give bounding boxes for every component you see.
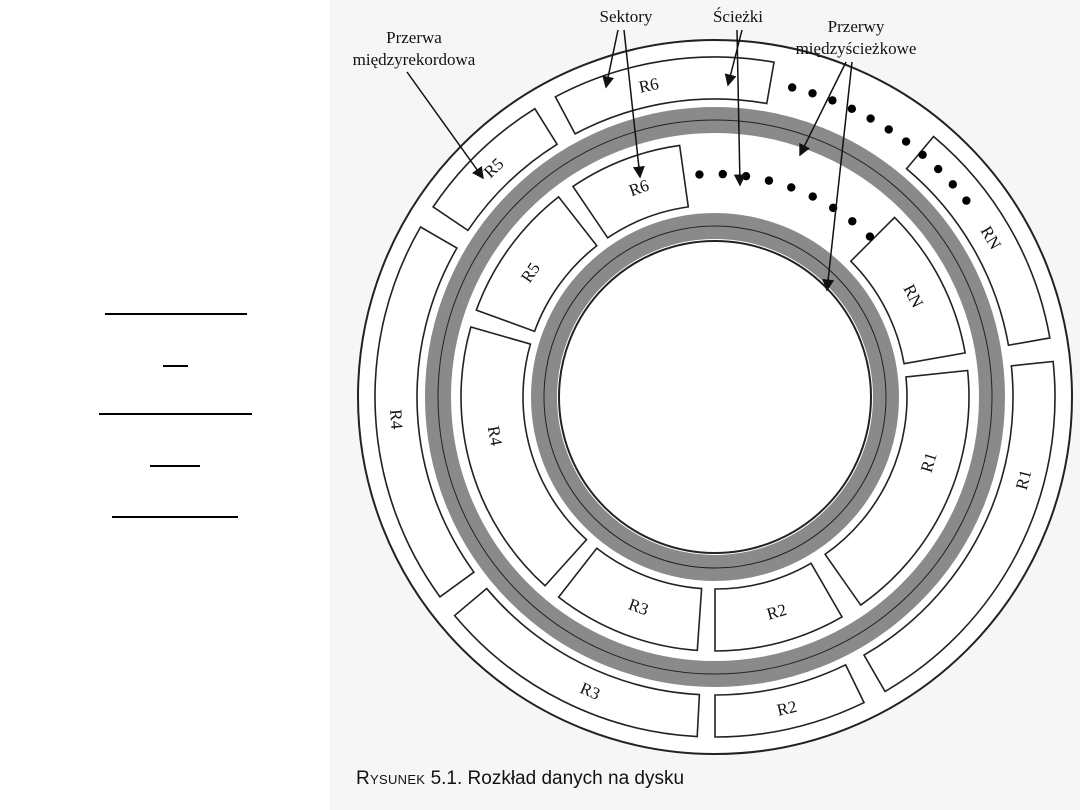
outer-track-dot-0 xyxy=(787,83,797,92)
rule-5 xyxy=(112,516,238,518)
outer-track-sectors xyxy=(374,56,1056,738)
left-margin xyxy=(0,0,330,810)
sector-outer-rn xyxy=(905,135,1051,347)
caption-prefix: Rysunek xyxy=(356,768,426,789)
arrow-tracks-inner xyxy=(733,29,746,187)
gap-band-outer-edge xyxy=(437,119,993,675)
rule-3 xyxy=(99,413,252,415)
arrow-sectors-inner xyxy=(623,29,645,179)
rule-2 xyxy=(163,365,188,367)
sector-inner-r5 xyxy=(475,195,598,333)
inner-track-dot-0 xyxy=(695,170,704,179)
rule-4 xyxy=(150,465,200,467)
label-outer-r1: R1 xyxy=(1012,468,1035,492)
sector-inner-r2 xyxy=(714,562,844,652)
sector-inner-r3 xyxy=(557,547,703,652)
inner-track-dot-4 xyxy=(787,183,796,192)
inner-track-dot-8 xyxy=(865,232,875,241)
sector-inner-r1 xyxy=(824,369,970,607)
label-inner-r2: R2 xyxy=(764,600,788,624)
label-tracks: Ścieżki xyxy=(713,7,763,26)
label-inner-r4: R4 xyxy=(484,424,506,447)
inner-track-dot-1 xyxy=(718,169,727,179)
outer-track-dot-2 xyxy=(828,96,837,105)
sector-outer-r5 xyxy=(432,107,559,232)
caption-text: 5.1. Rozkład danych na dysku xyxy=(430,768,685,789)
outer-track-dot-8 xyxy=(933,164,943,174)
inner-track-dot-2 xyxy=(741,171,751,181)
outer-track-dot-9 xyxy=(948,180,958,189)
label-sectors: Sektory xyxy=(600,7,653,26)
arrow-tracks-outer xyxy=(724,29,743,87)
label-outer-r2: R2 xyxy=(775,697,799,720)
label-gap-track-1: Przerwy xyxy=(828,17,885,36)
inner-track-sectors xyxy=(460,144,970,652)
outer-track-dot-4 xyxy=(866,114,875,123)
inner-track-dot-3 xyxy=(764,176,774,185)
label-gap-record-2: międzyrekordowa xyxy=(353,50,476,69)
outer-track-dot-1 xyxy=(808,89,817,98)
outer-track-dot-6 xyxy=(901,137,911,146)
arrow-gap-track-inner xyxy=(822,61,853,292)
outer-track-dot-10 xyxy=(962,196,971,205)
sector-outer-r4 xyxy=(374,225,476,598)
outer-track-dot-5 xyxy=(884,125,893,134)
label-inner-r1: R1 xyxy=(917,450,941,475)
sector-outer-r1 xyxy=(862,360,1056,693)
inner-track-dot-7 xyxy=(848,217,857,226)
center-hole xyxy=(558,240,872,554)
label-gap-track-2: międzyścieżkowe xyxy=(796,39,917,58)
arrow-gap-track-outer xyxy=(799,61,847,157)
label-outer-r4: R4 xyxy=(386,409,406,431)
sector-outer-r2 xyxy=(714,663,866,738)
figure-caption: Rysunek 5.1. Rozkład danych na dysku xyxy=(356,768,684,790)
sector-inner-r4 xyxy=(460,325,588,587)
outer-track-dot-3 xyxy=(847,104,857,114)
arrow-sectors-outer xyxy=(602,29,619,89)
sector-outer-r3 xyxy=(453,587,701,738)
inner-track-dot-5 xyxy=(808,192,817,201)
arrow-gap-record xyxy=(406,71,484,180)
gap-band-inner-edge xyxy=(543,225,887,569)
outer-track-dot-7 xyxy=(918,150,927,159)
sector-inner-rn xyxy=(849,216,967,365)
sector-inner-r6 xyxy=(571,144,690,239)
label-gap-record-1: Przerwa xyxy=(386,28,442,47)
label-outer-r6: R6 xyxy=(637,74,660,97)
rule-1 xyxy=(105,313,247,315)
